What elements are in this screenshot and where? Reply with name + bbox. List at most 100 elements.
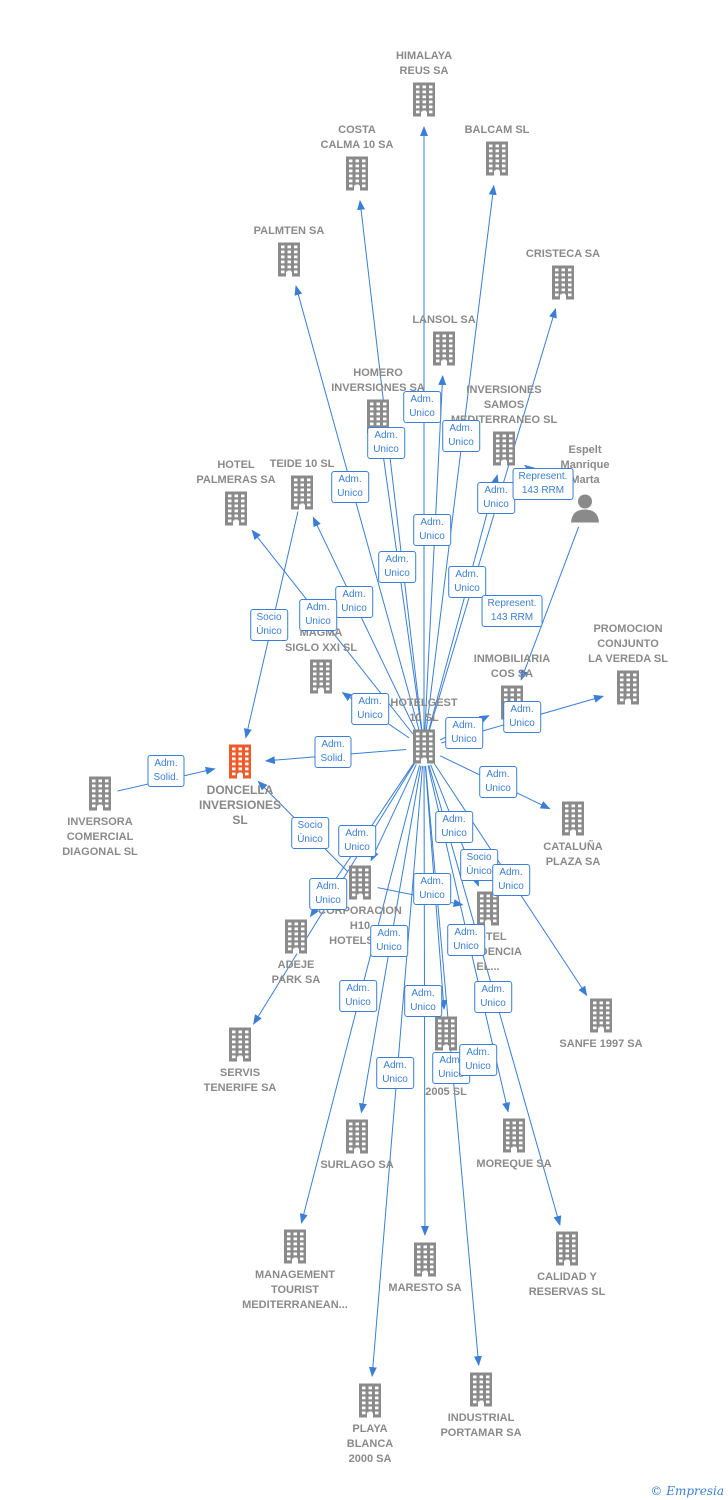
edge-label[interactable]: Adm. Unico — [448, 566, 486, 598]
building-icon[interactable] — [307, 658, 335, 699]
building-icon[interactable] — [559, 800, 587, 841]
building-icon[interactable] — [411, 1241, 439, 1282]
building-icon[interactable] — [343, 1118, 371, 1159]
node-sanfe[interactable]: SANFE 1997 SA — [536, 1037, 666, 1052]
edge-label[interactable]: Adm. Unico — [335, 586, 373, 618]
edge-label[interactable]: Adm. Unico — [367, 427, 405, 459]
node-maresto[interactable]: MARESTO SA — [360, 1281, 490, 1296]
node-label: SERVIS TENERIFE SA — [203, 1067, 277, 1094]
building-icon[interactable] — [86, 775, 114, 816]
node-label: INVERSORA COMERCIAL DIAGONAL SL — [62, 816, 138, 858]
building-icon[interactable] — [410, 81, 438, 122]
building-icon[interactable] — [343, 155, 371, 196]
node-label: HOTEL RESIDENCIA EL... — [454, 931, 522, 973]
node-moreque[interactable]: MOREQUE SA — [449, 1157, 579, 1172]
node-servis[interactable]: SERVIS TENERIFE SA — [175, 1066, 305, 1096]
node-label: CATALUÑA PLAZA SA — [543, 841, 603, 868]
node-palmeras[interactable]: HOTEL PALMERAS SA — [171, 458, 301, 488]
building-icon[interactable] — [430, 330, 458, 371]
node-lansol[interactable]: LANSOL SA — [379, 313, 509, 328]
edge-label[interactable]: Adm. Unico — [479, 766, 517, 798]
building-icon[interactable] — [587, 997, 615, 1038]
node-hotelgest[interactable]: HOTELGEST 10 SL — [359, 696, 489, 726]
edge-label[interactable]: Socio Único — [460, 849, 498, 881]
building-icon[interactable] — [553, 1230, 581, 1271]
edge-label[interactable]: Socio Único — [291, 817, 329, 849]
node-cristeca[interactable]: CRISTECA SA — [498, 247, 628, 262]
edge-label[interactable]: Represent. 143 RRM — [481, 595, 543, 627]
node-playa[interactable]: PLAYA BLANCA 2000 SA — [305, 1422, 435, 1467]
edge-label[interactable]: Adm. Unico — [459, 1044, 497, 1076]
building-icon[interactable] — [282, 918, 310, 959]
building-icon[interactable] — [222, 490, 250, 531]
edge-label[interactable]: Adm. Unico — [338, 825, 376, 857]
building-icon[interactable] — [467, 1371, 495, 1412]
building-icon[interactable] — [346, 864, 374, 905]
node-management[interactable]: MANAGEMENT TOURIST MEDITERRANEAN... — [230, 1268, 360, 1313]
node-label: ADEJE PARK SA — [271, 959, 321, 986]
building-icon[interactable] — [281, 1228, 309, 1269]
edge-label[interactable]: Adm. Unico — [442, 420, 480, 452]
building-icon[interactable] — [356, 1382, 384, 1423]
building-icon[interactable] — [275, 241, 303, 282]
edge-label[interactable]: Adm. Unico — [331, 471, 369, 503]
building-icon[interactable] — [490, 430, 518, 471]
edge-line-hotelgest-cristeca — [428, 307, 557, 731]
node-inversora[interactable]: INVERSORA COMERCIAL DIAGONAL SL — [35, 815, 165, 860]
edge-label[interactable]: Adm. Unico — [477, 482, 515, 514]
building-icon[interactable] — [474, 890, 502, 931]
node-surlago[interactable]: SURLAGO SA — [292, 1158, 422, 1173]
edge-label[interactable]: Adm. Unico — [404, 985, 442, 1017]
edge-label[interactable]: Adm. Unico — [413, 873, 451, 905]
node-portamar[interactable]: INDUSTRIAL PORTAMAR SA — [416, 1411, 546, 1441]
node-label: HOTELGEST 10 SL — [390, 697, 458, 724]
edge-label[interactable]: Adm. Unico — [435, 811, 473, 843]
node-label: HIMALAYA REUS SA — [395, 50, 453, 77]
edge-label[interactable]: Adm. Unico — [447, 924, 485, 956]
node-cataluna[interactable]: CATALUÑA PLAZA SA — [508, 840, 638, 870]
edge-label[interactable]: Socio Único — [250, 609, 288, 641]
edge-line-hotelgest-balcam — [425, 184, 497, 731]
node-costa[interactable]: COSTA CALMA 10 SA — [292, 123, 422, 153]
edge-label[interactable]: Adm. Unico — [309, 878, 347, 910]
building-icon[interactable] — [288, 474, 316, 515]
edge-label[interactable]: Adm. Solid. — [147, 755, 185, 787]
node-himalaya[interactable]: HIMALAYA REUS SA — [359, 49, 489, 79]
node-palmten[interactable]: PALMTEN SA — [224, 224, 354, 239]
node-label: BALCAM SL — [464, 124, 530, 136]
building-icon[interactable] — [614, 669, 642, 710]
edge-label[interactable]: Adm. Unico — [503, 701, 541, 733]
edge-label[interactable]: Adm. Solid. — [314, 736, 352, 768]
edge-label[interactable]: Represent. 143 RRM — [512, 468, 574, 500]
node-balcam[interactable]: BALCAM SL — [432, 123, 562, 138]
edge-label[interactable]: Adm. Unico — [413, 514, 451, 546]
edge-label[interactable]: Adm. Unico — [403, 391, 441, 423]
node-teide[interactable]: TEIDE 10 SL — [237, 457, 367, 472]
edge-label[interactable]: Adm. Unico — [299, 599, 337, 631]
building-icon[interactable] — [432, 1015, 460, 1056]
building-icon[interactable] — [483, 140, 511, 181]
node-adeje[interactable]: ADEJE PARK SA — [231, 958, 361, 988]
node-residencia[interactable]: HOTEL RESIDENCIA EL... — [423, 930, 553, 975]
node-calidad[interactable]: CALIDAD Y RESERVAS SL — [502, 1270, 632, 1300]
building-icon[interactable] — [226, 743, 254, 784]
building-icon[interactable] — [226, 1026, 254, 1067]
node-promocion[interactable]: PROMOCION CONJUNTO LA VEREDA SL — [563, 622, 693, 667]
edge-label[interactable]: Adm. Unico — [474, 981, 512, 1013]
edge-label[interactable]: Adm. Unico — [492, 864, 530, 896]
edge-label[interactable]: Adm. Unico — [445, 717, 483, 749]
person-icon[interactable] — [570, 493, 600, 528]
node-doncella[interactable]: DONCELLA INVERSIONES SL — [175, 783, 305, 828]
node-label: DONCELLA INVERSIONES SL — [198, 783, 282, 827]
building-icon[interactable] — [549, 264, 577, 305]
edge-label[interactable]: Adm. Unico — [378, 551, 416, 583]
edge-label[interactable]: Adm. Unico — [370, 925, 408, 957]
building-icon[interactable] — [410, 728, 438, 769]
building-icon[interactable] — [500, 1117, 528, 1158]
edge-line-hotelgest-h10 — [370, 764, 417, 862]
edge-line-hotelgest-costa — [357, 199, 423, 731]
edge-label[interactable]: Adm. Unico — [351, 693, 389, 725]
edge-label[interactable]: Adm. Unico — [339, 980, 377, 1012]
node-cos[interactable]: INMOBILIARIA COS SA — [447, 652, 577, 682]
edge-label[interactable]: Adm. Unico — [376, 1057, 414, 1089]
